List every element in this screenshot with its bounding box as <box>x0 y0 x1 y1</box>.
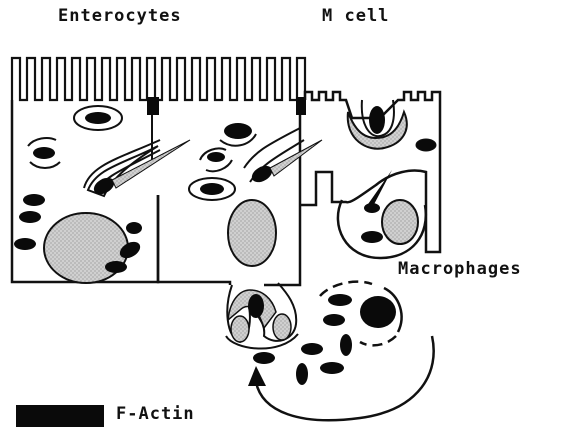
basolateral-protrusion <box>226 283 298 349</box>
actin-protrusion <box>244 128 322 186</box>
enterocyte-nucleus <box>228 200 276 266</box>
bacterium <box>19 211 41 223</box>
vacuole-bacterium <box>189 178 235 200</box>
bacterium <box>361 231 383 243</box>
bacterium <box>14 238 36 250</box>
bacterium <box>340 334 352 356</box>
m-cell-label: M cell <box>322 6 389 26</box>
bacterium <box>320 362 344 374</box>
submucosa-macrophage <box>320 282 402 346</box>
actin-protrusion <box>84 140 190 198</box>
bacterium <box>301 343 323 355</box>
legend-factin-label: F-Actin <box>116 404 195 424</box>
bacterium <box>416 139 436 151</box>
vacuole-bacterium <box>220 123 256 146</box>
enterocytes-label: Enterocytes <box>58 6 182 26</box>
enterocyte-brush-border <box>12 58 305 100</box>
bacterium <box>23 194 45 206</box>
bacterium <box>126 222 142 234</box>
lysed-vacuole-bacterium <box>28 138 60 168</box>
bacterium <box>369 106 385 134</box>
arrow-head <box>248 366 266 386</box>
bacterium <box>253 352 275 364</box>
macrophage-nucleus <box>382 200 418 244</box>
vacuole-bacterium <box>74 106 122 130</box>
bacterium <box>105 261 127 273</box>
bacterium <box>296 363 308 385</box>
macrophages-label: Macrophages <box>398 259 522 279</box>
tight-junction-factin <box>147 97 159 115</box>
lysed-vacuole-bacterium <box>200 148 232 171</box>
legend-factin-swatch <box>16 405 104 427</box>
